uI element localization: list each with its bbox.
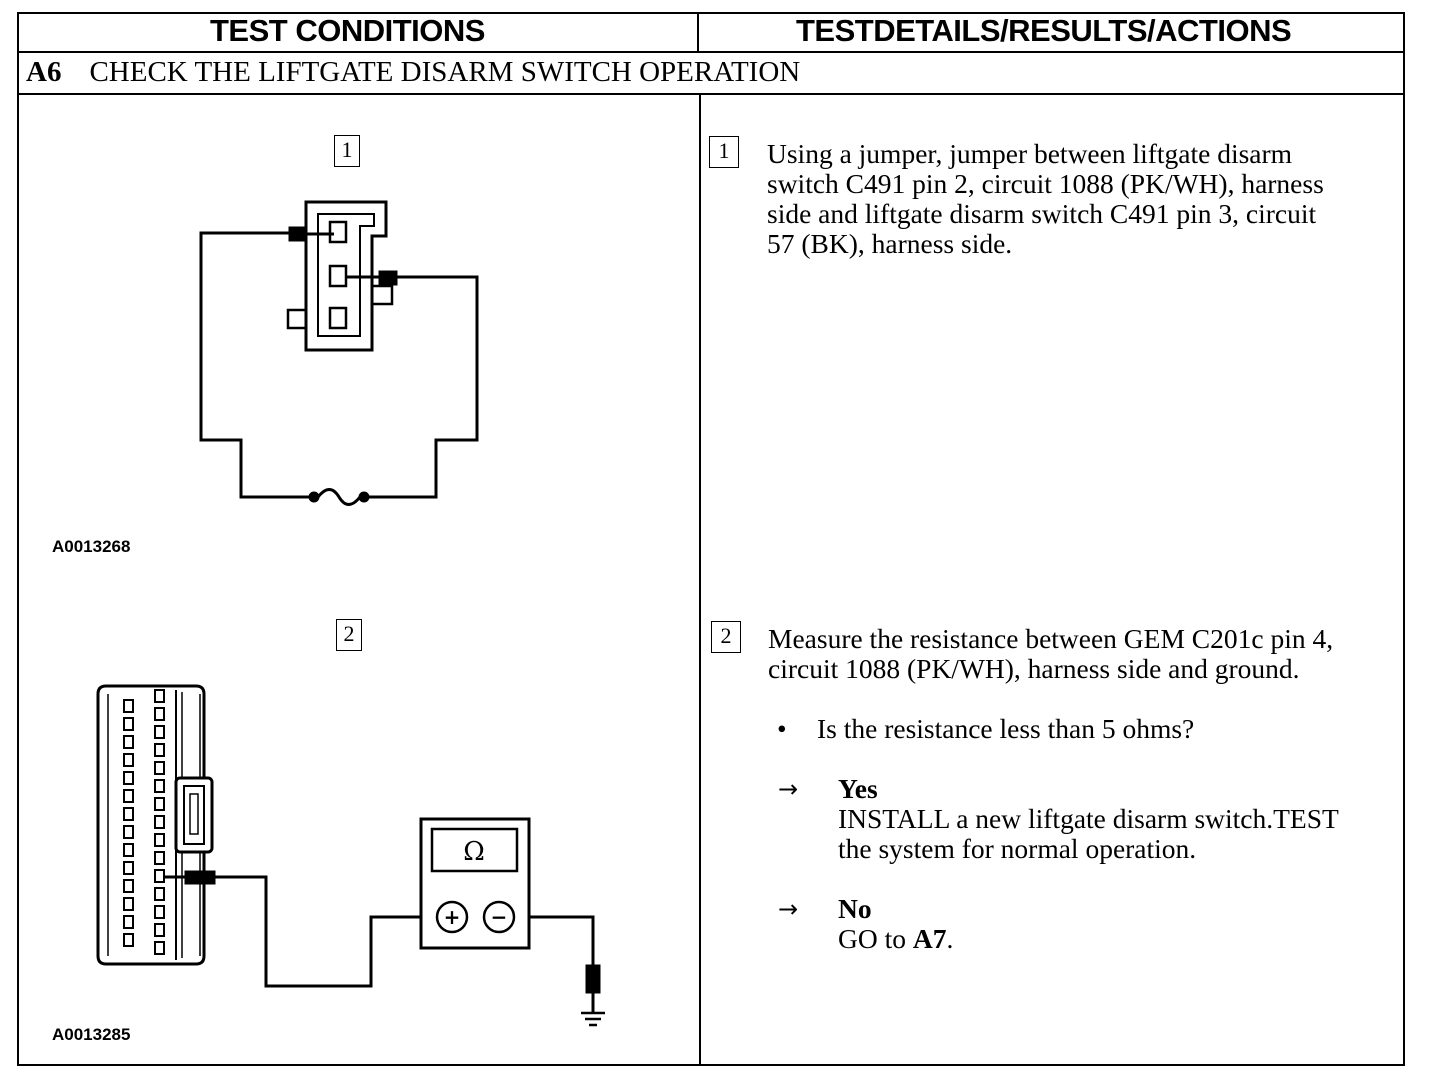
step-title-divider [17,93,1405,95]
no-action: GO to A7. [838,924,953,954]
figure-2-id: A0013285 [52,1025,131,1044]
yes-label: Yes [838,773,878,804]
meter-plus-terminal: + [444,905,461,929]
figure-1-step-label: 1 [334,135,360,167]
meter-minus-terminal: − [491,905,508,929]
figure-1-id: A0013268 [52,537,131,556]
instruction-1-step-label: 1 [709,136,739,168]
step-id: A6 [26,56,62,88]
column-divider-body [699,93,701,1066]
yes-arrow: → [778,775,799,803]
header-divider [17,51,1405,53]
question-bullet: • [777,713,787,744]
table-frame [17,12,1405,1066]
no-label: No [838,893,872,924]
column-divider [697,12,699,52]
step-title: CHECK THE LIFTGATE DISARM SWITCH OPERATI… [89,56,801,88]
col-left-header: TEST CONDITIONS [210,13,485,48]
instruction-1-text: Using a jumper, jumper between liftgate … [767,138,1324,259]
meter-leads [164,870,605,1027]
no-action-suffix: . [946,923,954,954]
figure-2-step-label: 2 [336,619,362,651]
col-right-header: TESTDETAILS/RESULTS/ACTIONS [796,13,1292,48]
jumper-wire [199,226,479,506]
no-arrow: → [778,895,799,923]
instruction-2-step-label: 2 [711,621,741,653]
step-title-row: A6 CHECK THE LIFTGATE DISARM SWITCH OPERA… [26,56,800,89]
instruction-2-text: Measure the resistance between GEM C201c… [768,623,1334,684]
question-text: Is the resistance less than 5 ohms? [817,713,1195,744]
ohmmeter [419,817,531,950]
yes-action: INSTALL a new liftgate disarm switch.TES… [838,803,1339,864]
no-action-target-link[interactable]: A7 [912,923,947,954]
no-action-prefix: GO to [838,923,913,954]
ohm-symbol: Ω [463,837,485,867]
gem-connector-c201c [96,684,214,966]
